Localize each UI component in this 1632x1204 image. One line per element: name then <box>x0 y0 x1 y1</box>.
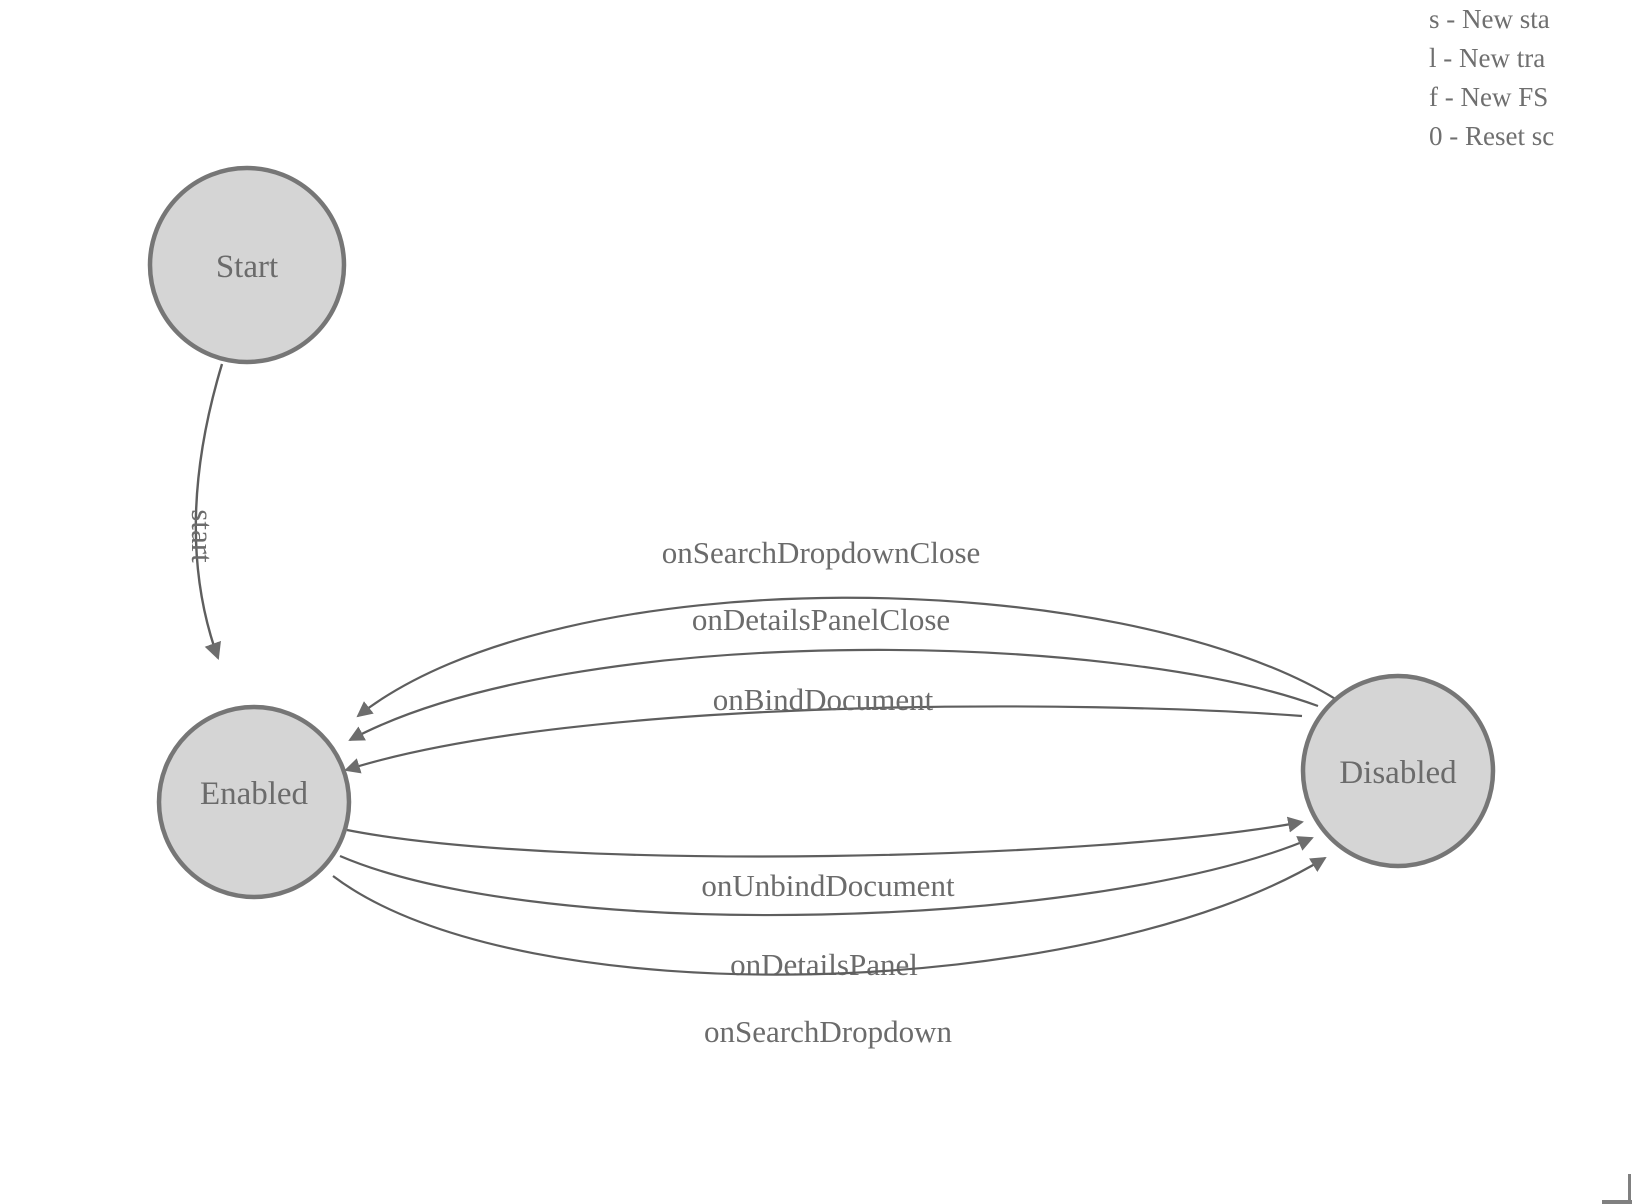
edge-label-on-search-dropdown-close: onSearchDropdownClose <box>662 535 981 570</box>
node-start-label: Start <box>216 249 278 285</box>
edge-label-start: start <box>185 509 220 563</box>
node-disabled-circle[interactable] <box>1300 673 1496 869</box>
node-enabled-label: Enabled <box>200 776 309 812</box>
edge-on-details-panel[interactable]: onDetailsPanel <box>339 836 1314 982</box>
edge-on-bind-document[interactable]: onBindDocument <box>344 682 1303 774</box>
edge-label-on-details-panel-close: onDetailsPanelClose <box>692 602 950 637</box>
edge-on-search-dropdown[interactable]: onSearchDropdown <box>332 856 1327 1049</box>
edge-label-on-details-panel: onDetailsPanel <box>730 947 918 982</box>
edge-start[interactable]: start <box>185 363 224 661</box>
edge-on-unbind-document[interactable]: onUnbindDocument <box>346 816 1304 903</box>
edge-path-on-search-dropdown[interactable] <box>332 856 1327 976</box>
vertical-scrollbar[interactable] <box>1628 1174 1631 1204</box>
edge-label-on-search-dropdown: onSearchDropdown <box>704 1014 952 1049</box>
node-enabled-circle[interactable] <box>156 704 352 900</box>
edge-on-details-panel-close[interactable]: onDetailsPanelClose <box>348 602 1319 741</box>
edge-label-on-unbind-document: onUnbindDocument <box>701 868 955 903</box>
edge-path-on-search-dropdown-close[interactable] <box>356 596 1338 718</box>
scrollbar-corner[interactable] <box>1602 1174 1632 1204</box>
horizontal-scrollbar[interactable] <box>1602 1200 1632 1204</box>
edge-path-on-details-panel-close[interactable] <box>348 648 1319 741</box>
node-disabled[interactable]: Disabled <box>1300 673 1496 869</box>
edge-label-on-bind-document: onBindDocument <box>713 682 934 717</box>
edge-path-on-bind-document[interactable] <box>344 705 1303 774</box>
edge-path-on-details-panel[interactable] <box>339 836 1314 917</box>
node-start[interactable]: Start <box>147 165 347 365</box>
node-disabled-label: Disabled <box>1339 755 1457 791</box>
edge-path-start[interactable] <box>194 363 224 661</box>
edge-on-search-dropdown-close[interactable]: onSearchDropdownClose <box>356 535 1338 718</box>
node-enabled[interactable]: Enabled <box>156 704 352 900</box>
node-start-circle[interactable] <box>147 165 347 365</box>
edge-path-on-unbind-document[interactable] <box>346 816 1304 858</box>
